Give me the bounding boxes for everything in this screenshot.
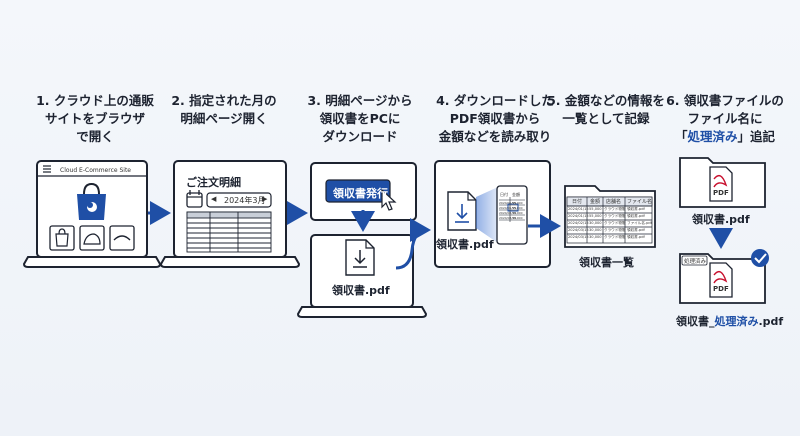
mini-row: 2024/02/15 <box>499 211 517 215</box>
step-number: 3. <box>307 93 321 108</box>
arrow-step3-step4 <box>395 218 431 270</box>
mini-row: 2024/01/15 <box>499 201 517 205</box>
statement-table <box>186 211 272 253</box>
mini-header-date: 日付 <box>500 192 508 197</box>
issue-receipt-label: 領収書発行 <box>333 187 388 200</box>
table-cell: 55,000 <box>589 214 602 218</box>
step-5-title: 5. 金額などの情報を 一覧として記録 <box>547 93 665 126</box>
step-3-browser-window <box>310 162 417 232</box>
month-label: 2024年3月 <box>224 196 266 205</box>
product-tile-item[interactable] <box>109 225 135 251</box>
pdf-tag-after: PDF <box>713 285 729 293</box>
table-cell: 30,000 <box>589 228 602 232</box>
before-file-label: 領収書.pdf <box>692 213 750 226</box>
step-2-title: 2. 指定された月の 明細ページ開く <box>171 93 277 126</box>
step-2-laptop <box>159 160 301 268</box>
step-4-title: 4. ダウンロードした PDF領収書から 金額などを読み取り <box>436 93 554 144</box>
step-number: 1. <box>36 93 50 108</box>
step-number: 6. <box>666 93 680 108</box>
calendar-icon <box>186 190 203 208</box>
table-cell: 領収書.pdf <box>627 207 645 211</box>
table-cell: 2024/02/15 <box>568 221 589 225</box>
step-3-title: 3. 明細ページから 領収書をPCに ダウンロード <box>307 93 413 144</box>
step-number: 2. <box>171 93 185 108</box>
table-header: ファイル名 <box>627 199 653 205</box>
pdf-file-icon <box>345 239 375 276</box>
table-cell: 2024/01/15 <box>568 207 589 211</box>
pdf-document-icon <box>447 191 477 231</box>
cursor-icon <box>381 188 397 211</box>
step-number: 4. <box>436 93 450 108</box>
step-3-file-label: 領収書.pdf <box>332 284 390 297</box>
order-detail-heading: ご注文明細 <box>186 176 241 189</box>
mini-row: 55,000 <box>512 206 523 210</box>
step-3-laptop <box>296 234 428 318</box>
mini-header-amount: 金額 <box>512 192 520 197</box>
step-1-laptop <box>22 160 162 268</box>
site-name: Cloud E-Commerce Site <box>60 167 131 174</box>
table-header: 店舗名 <box>606 199 622 205</box>
month-prev[interactable]: ◀ <box>211 195 217 203</box>
mini-row: 2024/01/15 <box>499 206 517 210</box>
step-6-title: 6. 領収書ファイルの ファイル名に 「処理済み」追記 <box>666 93 784 144</box>
product-tile-shoe[interactable] <box>79 225 105 251</box>
table-cell: クラウド物販 <box>604 221 626 225</box>
processed-tab <box>681 255 708 266</box>
after-file-label: 領収書_処理済み.pdf <box>676 315 784 328</box>
month-selector[interactable] <box>206 192 272 208</box>
table-cell: 領収書.pdf <box>627 228 645 232</box>
check-badge-icon <box>751 249 769 267</box>
table-header: 金額 <box>590 199 601 205</box>
acrobat-icon <box>713 174 728 188</box>
table-cell: ファイル名.pdf <box>627 221 652 225</box>
pdf-icon <box>709 166 733 202</box>
table-cell: クラウド物販 <box>604 228 626 232</box>
receipt-list-caption: 領収書一覧 <box>579 256 634 269</box>
step-4-file-label: 領収書.pdf <box>436 238 494 251</box>
mini-row: 2024/03/15 <box>499 216 517 220</box>
menu-icon[interactable] <box>43 165 51 173</box>
shopping-bag-icon <box>77 182 106 220</box>
issue-receipt-button[interactable] <box>325 179 391 203</box>
step-5-folder <box>564 185 656 248</box>
table-cell: クラウド物販 <box>604 207 626 211</box>
table-cell: クラウド物販 <box>604 214 626 218</box>
step-6-folder-before <box>679 157 766 208</box>
pdf-icon <box>709 262 733 298</box>
step-number: 5. <box>547 93 561 108</box>
table-cell: 30,000 <box>589 235 602 239</box>
table-cell: 2024/01/15 <box>568 214 589 218</box>
mini-row: 30,000 <box>512 216 523 220</box>
month-next[interactable]: ▶ <box>262 195 268 203</box>
table-cell: 2024/03/15 <box>568 235 589 239</box>
acrobat-icon <box>713 270 728 284</box>
table-cell: 領収書.pdf <box>627 235 645 239</box>
mini-row: 55,000 <box>512 201 523 205</box>
step-6-folder-after <box>679 249 769 304</box>
table-cell: 領収書.pdf <box>627 214 645 218</box>
pdf-tag-before: PDF <box>713 189 729 197</box>
table-cell: 2024/03/15 <box>568 228 589 232</box>
table-cell: クラウド物販 <box>604 235 626 239</box>
mini-row: 30,000 <box>512 211 523 215</box>
table-cell: 30,000 <box>589 221 602 225</box>
highlight-box <box>507 203 519 212</box>
table-cell: 55,000 <box>589 207 602 211</box>
scan-beam <box>476 187 498 243</box>
step-1-title: 1. クラウド上の通販 サイトをブラウザ で開く <box>36 93 154 144</box>
product-tile-bag[interactable] <box>49 225 75 251</box>
processed-folder-tag: 処理済み <box>684 259 707 265</box>
table-header: 日付 <box>572 199 583 205</box>
step-4-monitor <box>434 160 551 268</box>
